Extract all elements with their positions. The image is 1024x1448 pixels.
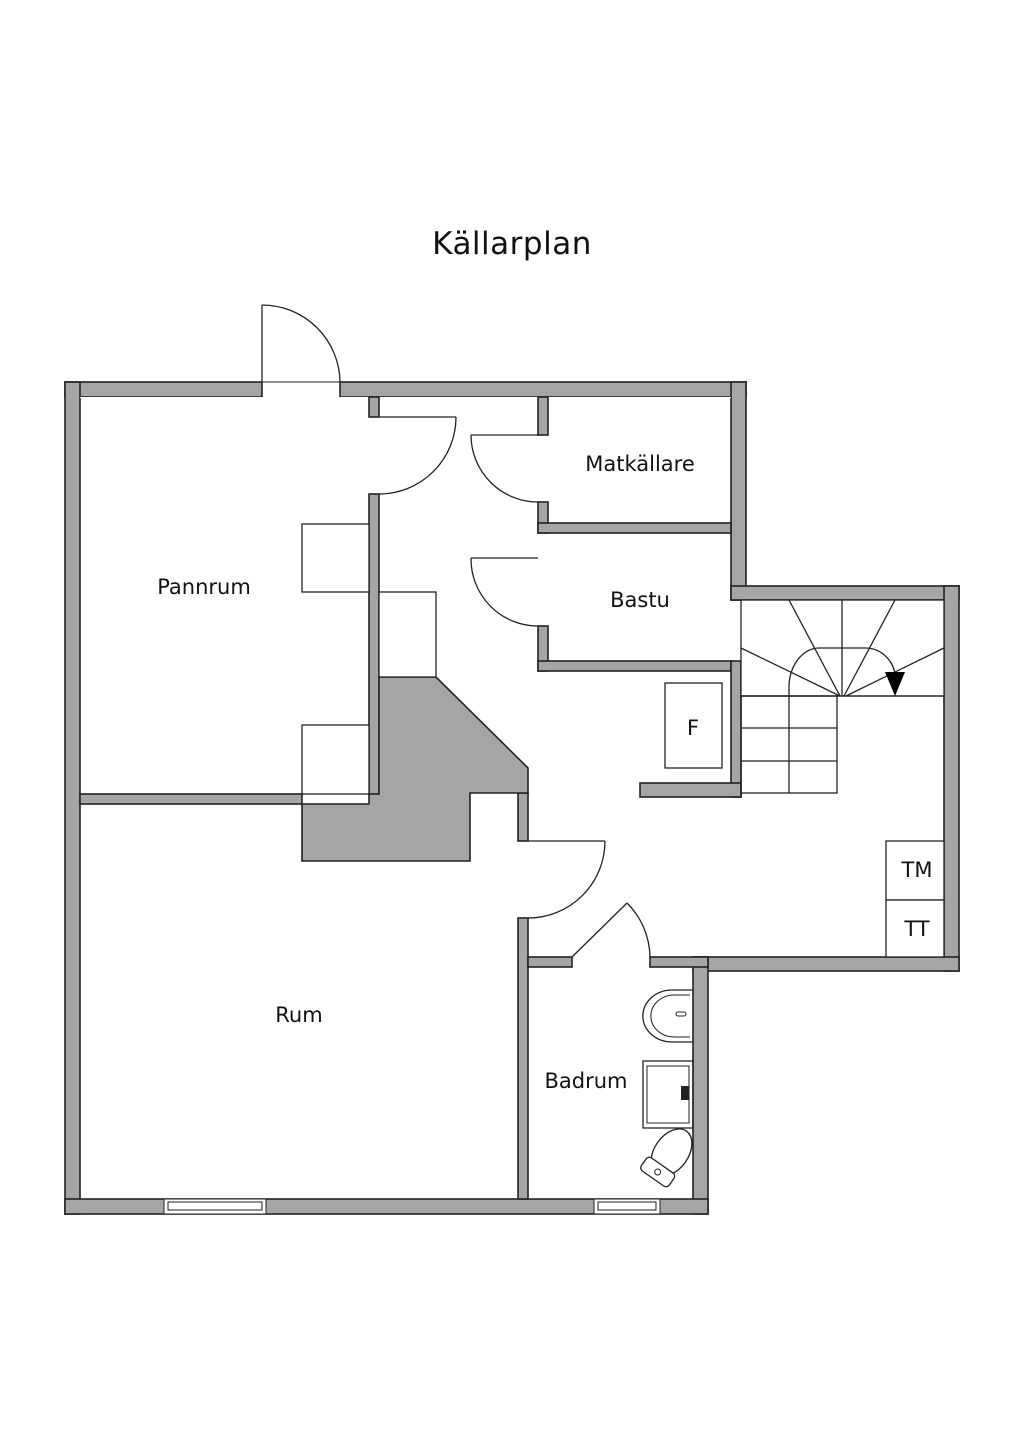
shower-icon	[642, 1060, 694, 1129]
staircase	[740, 599, 945, 794]
toilet-icon	[640, 1128, 693, 1188]
room-label-bastu: Bastu	[610, 588, 670, 612]
hall-cabinet	[378, 591, 437, 678]
sink-icon	[642, 989, 693, 1043]
room-label-rum: Rum	[275, 1003, 322, 1027]
stair-direction-arrow-icon	[885, 672, 905, 696]
interior-walls	[79, 396, 742, 1200]
furnace-box	[664, 682, 723, 769]
washing-machine-box	[885, 840, 945, 901]
dryer-box	[885, 899, 945, 958]
pannrum-cabinet-top	[301, 523, 370, 593]
washing-machine-label: TM	[901, 858, 933, 882]
bathroom-fixtures	[640, 989, 694, 1188]
room-label-matkallare: Matkällare	[585, 452, 695, 476]
pannrum-cabinet-bottom	[301, 724, 370, 795]
doors	[261, 304, 651, 958]
floor-plan-title: Källarplan	[432, 226, 592, 262]
room-label-badrum: Badrum	[544, 1069, 627, 1093]
furnace-label: F	[687, 716, 699, 740]
dryer-label: TT	[903, 917, 929, 941]
room-label-pannrum: Pannrum	[157, 575, 251, 599]
windows	[163, 1198, 661, 1215]
